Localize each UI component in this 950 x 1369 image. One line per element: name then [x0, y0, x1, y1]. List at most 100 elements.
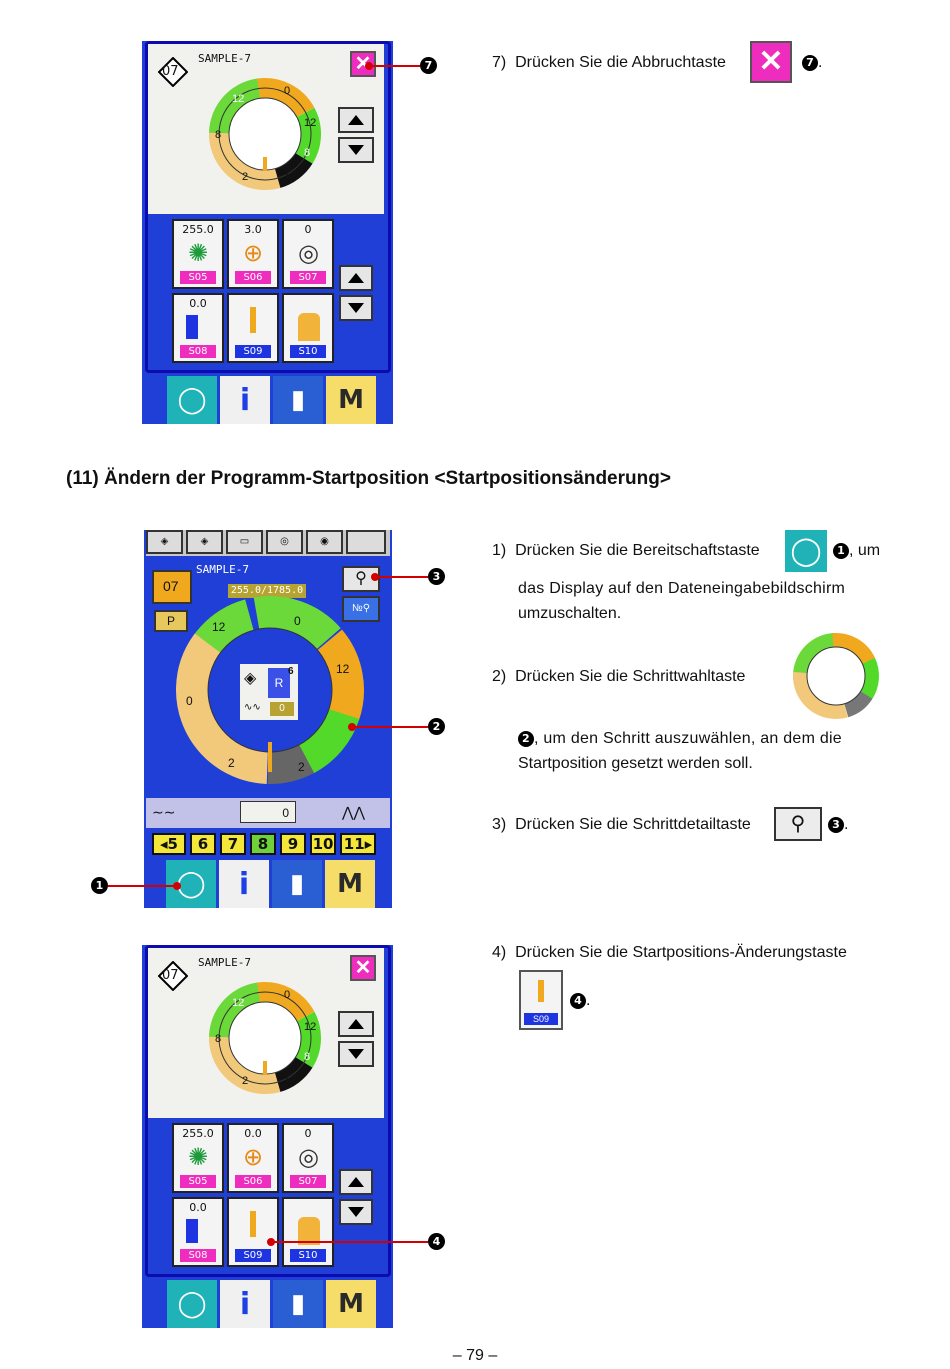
bobbin-icon: ◎ — [280, 536, 289, 547]
tab-counter[interactable]: ◉ — [306, 530, 343, 554]
scroll-down-button[interactable] — [338, 137, 374, 163]
step-ring-2[interactable]: 12 0 12 0 2 2 ◈ R 6 ∿∿ 0 — [172, 592, 368, 788]
ready-button[interactable]: ◯ — [167, 1280, 217, 1328]
pattern-title: SAMPLE-7 — [198, 956, 251, 969]
step-4-num: 4. — [570, 988, 590, 1014]
center-zero: 0 — [270, 702, 294, 716]
step-1-line3: umzuschalten. — [518, 605, 622, 622]
info-button[interactable]: i — [220, 1280, 270, 1328]
info-icon: i — [238, 866, 250, 902]
step-button[interactable]: 7 — [220, 833, 246, 855]
scroll-up-button[interactable] — [338, 1011, 374, 1037]
step-button[interactable]: 6 — [190, 833, 216, 855]
info-button[interactable]: i — [219, 860, 269, 908]
tab-pattern-copy[interactable]: ◈ — [186, 530, 223, 554]
bottom-bar: ◯ i ▮ M — [167, 376, 377, 424]
data-edit-icon: ▭ — [239, 536, 250, 547]
mode-icon: M — [338, 385, 364, 415]
step-button[interactable]: 8 — [250, 833, 276, 855]
tile-scroll-down-button[interactable] — [339, 295, 373, 321]
tile-scroll-down-button[interactable] — [339, 1199, 373, 1225]
needle-icon — [250, 1211, 256, 1237]
tab-bobbin[interactable]: ◎ — [266, 530, 303, 554]
tile-s10[interactable]: S10 — [282, 1197, 334, 1267]
mode-button[interactable]: M — [326, 1280, 376, 1328]
communication-icon: ▮ — [289, 869, 305, 899]
step-button[interactable]: 10 — [310, 833, 336, 855]
callout-dot — [348, 723, 356, 731]
pattern-edit-icon: ◈ — [160, 536, 169, 547]
ring-label: 2 — [242, 171, 249, 183]
cancel-button[interactable]: ✕ — [350, 955, 376, 981]
pattern-copy-icon: ◈ — [200, 536, 209, 547]
tile-s09[interactable]: S09 — [227, 1197, 279, 1267]
communication-button[interactable]: ▮ — [272, 860, 322, 908]
tile-s06[interactable]: 0.0⊕S06 — [227, 1123, 279, 1193]
fold-icon — [298, 313, 320, 341]
step-1-line2: das Display auf den Dateneingabebildschi… — [518, 580, 846, 597]
tile-s10[interactable]: S10 — [282, 293, 334, 363]
info-button[interactable]: i — [220, 376, 270, 424]
pattern-number: 07 — [163, 578, 179, 594]
pattern-number-icon[interactable]: 07 — [157, 960, 189, 992]
communication-button[interactable]: ▮ — [273, 1280, 323, 1328]
mode-icon: M — [337, 869, 363, 899]
step-1: 1) Drücken Sie die Bereitschaftstaste — [492, 542, 760, 559]
info-icon: i — [239, 382, 251, 418]
mode-button[interactable]: M — [325, 860, 375, 908]
mode-button[interactable]: M — [326, 376, 376, 424]
pattern-number: 07 — [162, 968, 179, 983]
step-buttons: ◂5 6 7 8 9 10 11▸ — [152, 833, 388, 857]
scroll-up-button[interactable] — [338, 107, 374, 133]
presser-icon — [186, 315, 198, 339]
pattern-number-icon[interactable]: 07 — [157, 56, 189, 88]
bottom-value: 0 — [240, 801, 296, 823]
communication-icon: ▮ — [290, 1289, 306, 1319]
step-ring-1[interactable]: 12 0 12 8 2 2 8 — [206, 75, 324, 193]
ring-label: 8 — [304, 147, 311, 159]
tile-scroll-up-button[interactable] — [339, 1169, 373, 1195]
tile-s05[interactable]: 255.0✺S05 — [172, 1123, 224, 1193]
folder-icon: P — [166, 614, 175, 628]
step-button-prev[interactable]: ◂5 — [152, 833, 186, 855]
folder-button[interactable]: P — [154, 610, 188, 632]
pattern-number-button[interactable]: 07 — [152, 570, 192, 604]
page-number: – 79 – — [452, 1347, 498, 1364]
tab-data-edit[interactable]: ▭ — [226, 530, 263, 554]
ring-label: 12 — [232, 93, 245, 105]
ring-label: 2 — [282, 1075, 289, 1087]
close-icon: ✕ — [354, 957, 372, 979]
ring-label: 12 — [336, 662, 350, 676]
callout-dot — [365, 62, 373, 70]
needle-icon — [250, 307, 256, 333]
tile-s07[interactable]: 0◎S07 — [282, 219, 334, 289]
tile-s09[interactable]: S09 — [227, 293, 279, 363]
tile-scroll-up-button[interactable] — [339, 265, 373, 291]
step-1-num: 1, um — [833, 538, 880, 564]
step-button[interactable]: 9 — [280, 833, 306, 855]
ready-button[interactable]: ◯ — [166, 860, 216, 908]
tile-s07[interactable]: 0◎S07 — [282, 1123, 334, 1193]
bobbin-icon: ◎ — [298, 1143, 319, 1171]
step-button-next[interactable]: 11▸ — [340, 833, 376, 855]
step-ring-3[interactable]: 12 0 12 8 2 2 8 — [206, 979, 324, 1097]
step-7: 7) Drücken Sie die Abbruchtaste — [492, 54, 726, 71]
tab-blank[interactable] — [346, 530, 386, 554]
presser-icon — [186, 1219, 198, 1243]
bottom-strip: ∼∼ 0 ⋀⋀ — [146, 798, 390, 828]
number-search-button[interactable]: №⚲ — [342, 596, 380, 622]
tile-s06[interactable]: 3.0⊕S06 — [227, 219, 279, 289]
close-icon: ✕ — [758, 45, 784, 78]
crosshair-icon: ⊕ — [243, 239, 264, 267]
step-detail-button[interactable]: ⚲ — [342, 566, 380, 592]
ready-button[interactable]: ◯ — [167, 376, 217, 424]
magnifier-icon: ⚲ — [355, 570, 367, 587]
communication-button[interactable]: ▮ — [273, 376, 323, 424]
tile-s05[interactable]: 255.0✺S05 — [172, 219, 224, 289]
gear-icon: ✺ — [188, 239, 209, 267]
bobbin-icon: ◎ — [298, 239, 319, 267]
scroll-down-button[interactable] — [338, 1041, 374, 1067]
tab-pattern-edit[interactable]: ◈ — [146, 530, 183, 554]
